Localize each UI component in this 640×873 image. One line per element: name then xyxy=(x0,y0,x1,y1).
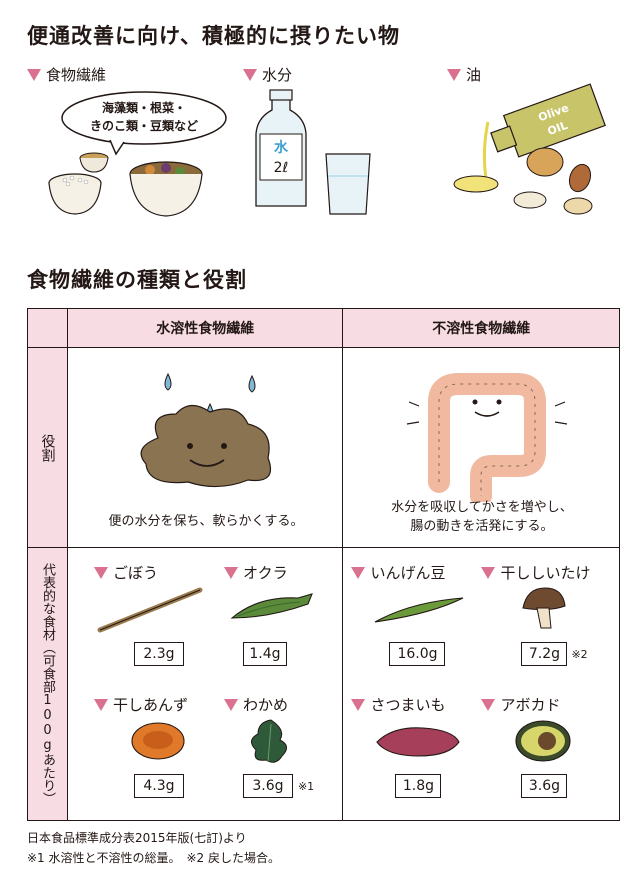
food-label-apricot: 干しあんず xyxy=(93,694,188,715)
triangle-marker-icon xyxy=(27,68,41,81)
avocado-icon xyxy=(515,720,572,762)
fiber-table: 水溶性食物繊維 不溶性食物繊維 役割 便の水分を保ち、軟らかくする。 xyxy=(27,308,620,821)
sweet-potato-icon xyxy=(376,727,461,757)
value-ingen: 16.0g xyxy=(389,642,446,666)
triangle-marker-icon xyxy=(351,566,366,579)
bubble-line-1: 海藻類・根菜・ xyxy=(102,100,186,115)
value-okra: 1.4g xyxy=(242,642,287,666)
value-wakame: 3.6g xyxy=(242,774,293,798)
food-name: ごぼう xyxy=(112,564,158,582)
soluble-role-cell: 便の水分を保ち、軟らかくする。 xyxy=(66,347,344,548)
corner-cell xyxy=(27,308,68,348)
note-wakame: ※1 xyxy=(297,780,315,793)
food-name: 干ししいたけ xyxy=(500,564,591,582)
triangle-marker-icon xyxy=(481,698,496,711)
food-label-wakame: わかめ xyxy=(223,694,288,715)
row-label-foods: 代表的な食材（可食部100gあたり） xyxy=(39,563,55,805)
food-label-satsumaimo: さつまいも xyxy=(351,694,445,715)
insoluble-role-text: 水分を吸収してかさを増やし、 腸の動きを活発にする。 xyxy=(343,498,620,536)
value-gobou: 2.3g xyxy=(133,642,184,666)
fiber-foods-illustration: 海藻類・根菜・ きのこ類・豆類など xyxy=(48,91,227,217)
food-name: アボカド xyxy=(500,696,561,714)
triangle-marker-icon xyxy=(93,566,108,579)
triangle-marker-icon xyxy=(447,68,461,81)
oil-illustration: Olive OIL xyxy=(453,83,606,215)
intestine-character-icon xyxy=(407,373,568,502)
item-label: 水分 xyxy=(262,66,293,84)
soluble-role-text: 便の水分を保ち、軟らかくする。 xyxy=(108,514,304,529)
food-name: 干しあんず xyxy=(112,696,188,714)
food-label-shiitake: 干ししいたけ xyxy=(481,562,590,583)
row-label-role-cell: 役割 xyxy=(27,347,68,548)
source-note: 日本食品標準成分表2015年版(七訂)より xyxy=(27,831,247,845)
row-label-role: 役割 xyxy=(39,433,56,462)
value-avocado: 3.6g xyxy=(521,774,568,798)
soluble-fiber-character-icon xyxy=(140,372,272,488)
green-bean-icon xyxy=(375,597,464,623)
item-fiber-label: 食物繊維 xyxy=(27,64,106,85)
item-oil-label: 油 xyxy=(447,64,481,85)
item-label: 油 xyxy=(466,66,482,84)
value-shiitake: 7.2g xyxy=(521,642,568,666)
food-name: さつまいも xyxy=(370,696,446,714)
burdock-icon xyxy=(97,587,203,633)
shiitake-icon xyxy=(522,587,567,629)
note-shiitake: ※2 xyxy=(571,648,588,661)
triangle-marker-icon xyxy=(223,698,238,711)
section-title: 食物繊維の種類と役割 xyxy=(27,268,247,292)
triangle-marker-icon xyxy=(223,566,238,579)
bubble-line-2: きのこ類・豆類など xyxy=(90,118,198,133)
food-name: わかめ xyxy=(242,696,288,714)
insoluble-role-line-2: 腸の動きを活発にする。 xyxy=(410,519,554,534)
insoluble-role-cell: 水分を吸収してかさを増やし、 腸の動きを活発にする。 xyxy=(342,347,620,548)
insoluble-role-line-1: 水分を吸収してかさを増やし、 xyxy=(391,500,573,515)
header-soluble: 水溶性食物繊維 xyxy=(66,308,344,348)
food-label-gobou: ごぼう xyxy=(93,562,158,583)
item-water-label: 水分 xyxy=(243,64,292,85)
food-label-okra: オクラ xyxy=(223,562,288,583)
food-name: いんげん豆 xyxy=(370,564,446,582)
wakame-icon xyxy=(250,719,287,763)
row-label-foods-cell: 代表的な食材（可食部100gあたり） xyxy=(27,547,68,821)
soluble-foods-cell: ごぼう 2.3g オクラ 1.4g 干しあんず xyxy=(66,547,344,821)
footnotes: ※1 水溶性と不溶性の総量。 ※2 戻した場合。 xyxy=(27,851,281,865)
triangle-marker-icon xyxy=(351,698,366,711)
triangle-marker-icon xyxy=(481,566,496,579)
food-label-ingen: いんげん豆 xyxy=(351,562,445,583)
bottle-label-water: 水 xyxy=(274,139,289,156)
page-title: 便通改善に向け、積極的に摂りたい物 xyxy=(27,24,400,48)
item-label: 食物繊維 xyxy=(46,66,107,84)
value-satsumaimo: 1.8g xyxy=(395,774,442,798)
insoluble-foods-cell: いんげん豆 16.0g 干ししいたけ 7.2g ※2 さつまいも xyxy=(342,547,620,821)
water-illustration: 水 2ℓ xyxy=(255,89,371,215)
value-apricot: 4.3g xyxy=(133,774,184,798)
triangle-marker-icon xyxy=(93,698,108,711)
dried-apricot-icon xyxy=(131,722,185,760)
header-insoluble: 不溶性食物繊維 xyxy=(342,308,620,348)
okra-icon xyxy=(230,593,313,619)
bottle-label-volume: 2ℓ xyxy=(274,160,289,176)
food-name: オクラ xyxy=(242,564,288,582)
triangle-marker-icon xyxy=(243,68,257,81)
food-label-avocado: アボカド xyxy=(481,694,560,715)
